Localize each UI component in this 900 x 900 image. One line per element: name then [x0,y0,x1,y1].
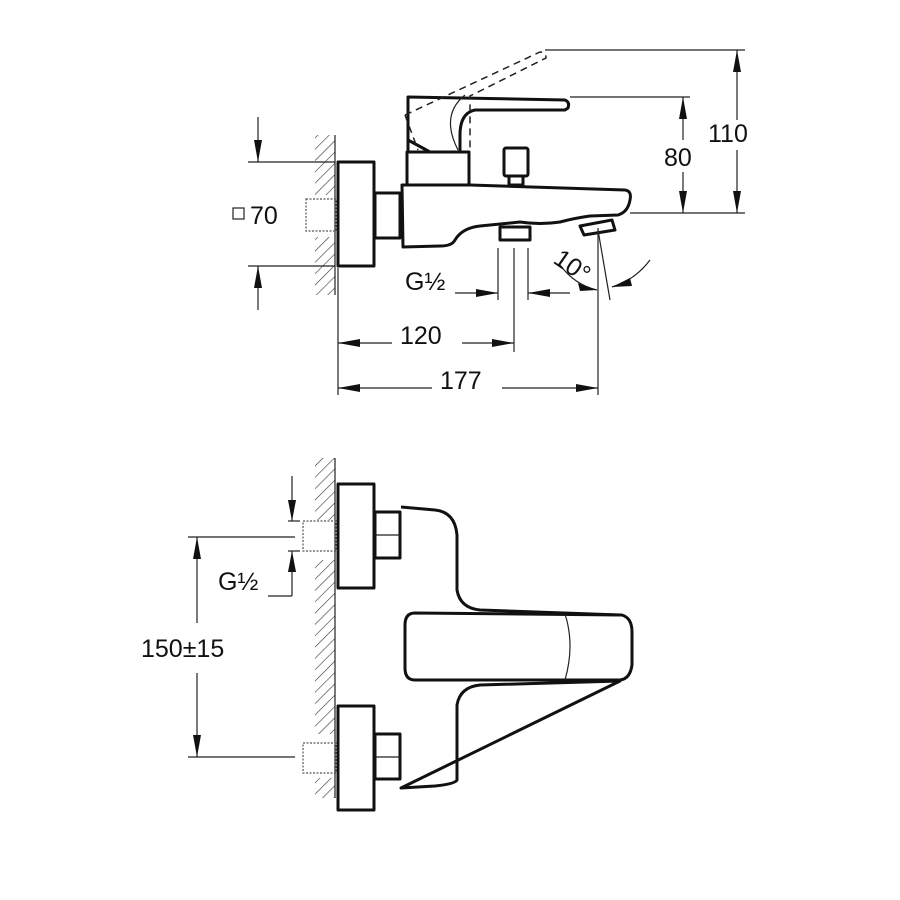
dim-label-70: 70 [250,202,278,230]
lever-front [403,611,634,682]
dimension-angle: 10° [549,228,651,395]
dimension-center-distance: 150±15 [141,536,295,758]
front-view: G½ 150±15 [141,458,634,812]
dimension-thread-front: G½ [218,476,300,597]
faucet-body-front [399,505,622,790]
wall-flange [336,160,376,268]
wall-flange-bottom [336,704,376,812]
dim-label-g12: G½ [405,268,445,296]
side-view: 110 80 70 G½ 10° [232,49,748,395]
connection-nut [373,191,402,240]
dim-label-80: 80 [664,144,692,172]
diverter-stem [507,174,525,187]
faucet-body [400,183,632,249]
aerator [578,218,617,237]
dim-label-177: 177 [440,367,482,395]
dimension-height: 110 80 [545,49,748,214]
dim-label-150: 150±15 [141,635,224,663]
dimension-flange: 70 [232,117,335,310]
dim-label-10deg: 10° [549,244,596,289]
inlet-pipe [305,198,337,232]
shower-outlet [498,225,532,242]
lever-handle [406,95,571,154]
inlet-pipe-bottom [302,742,337,774]
inlet-pipe-top [302,520,337,552]
dimension-lengths: 120 177 [337,268,598,395]
dimension-thread: G½ [405,248,570,352]
dim-label-110: 110 [708,120,748,148]
diverter-knob [502,146,530,178]
wall-hatch [315,135,336,295]
dim-label-120: 120 [400,322,442,350]
wall-hatch [315,458,336,798]
wall-flange-top [336,482,376,590]
lever-raised-position [404,51,547,151]
dim-label-g12-front: G½ [218,568,258,596]
square-symbol-icon [232,207,245,220]
cartridge-housing [405,150,471,187]
